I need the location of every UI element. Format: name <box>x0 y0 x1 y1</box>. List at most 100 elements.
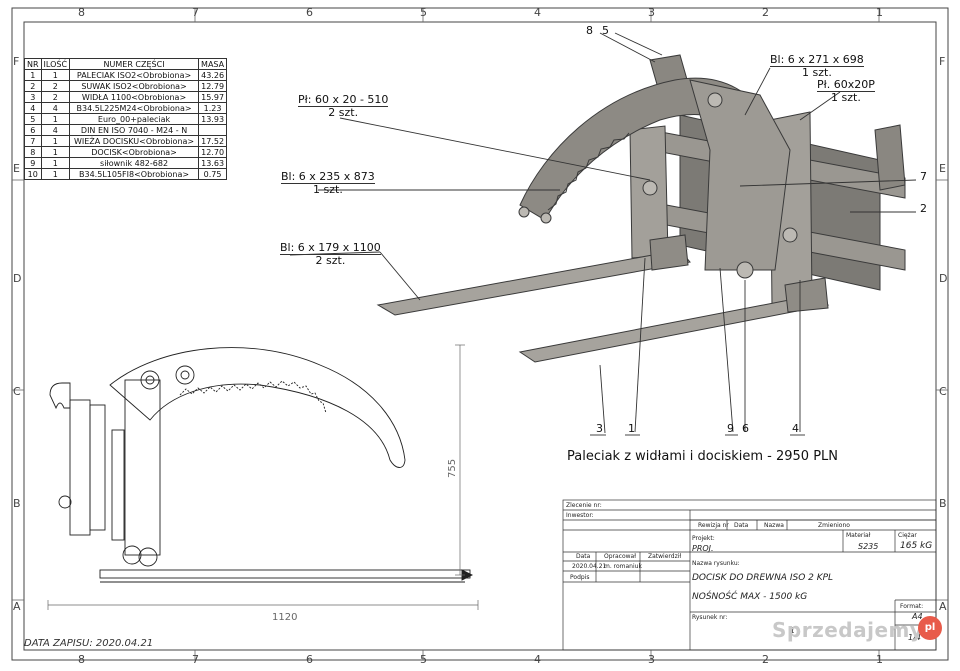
zone-row-c-right: C <box>939 385 947 398</box>
dimension-lines <box>47 344 479 610</box>
callout-bl-271-qty: 1 szt. <box>802 66 832 79</box>
pivot-bolt-top <box>707 92 723 108</box>
bom-cell-nr: 4 <box>24 102 42 114</box>
arm-end-bolt-2 <box>540 212 552 224</box>
tb-col-opracowal: Opracował <box>604 553 636 560</box>
price-caption: Paleciak z widłami i dociskiem - 2950 PL… <box>567 449 839 464</box>
callout-bl-271-dims: Bl: 6 x 271 x 698 <box>770 53 864 67</box>
bom-cell-mass: 12.79 <box>198 80 228 92</box>
bom-cell-nr: 8 <box>24 146 42 158</box>
bom-cell-nr: 7 <box>24 135 42 147</box>
tb-material-value: S235 <box>858 542 879 551</box>
balloon-5: 5 <box>602 24 609 37</box>
callout-pl-60x20p: Pł. 60x20P 1 szt. <box>817 79 875 104</box>
balloon-8: 8 <box>586 24 593 37</box>
callout-bl-271: Bl: 6 x 271 x 698 1 szt. <box>770 54 864 79</box>
zone-col-7-bottom: 7 <box>192 653 199 666</box>
tb-ciezar-value: 165 kG <box>900 541 933 551</box>
zone-row-e-right: E <box>939 162 946 175</box>
tb-drawing-name: DOCISK DO DREWNA ISO 2 KPL <box>692 573 834 583</box>
side-plate <box>89 404 106 531</box>
inner-frame <box>23 21 937 651</box>
side-pivot-1 <box>140 370 160 390</box>
zone-row-b: B <box>13 497 21 510</box>
bom-cell-qty: 1 <box>40 157 71 169</box>
side-cylinder <box>111 429 125 541</box>
side-fork <box>99 569 471 579</box>
callout-bl-179-dims: Bl: 6 x 179 x 1100 <box>280 241 381 255</box>
zone-col-7: 7 <box>192 6 199 19</box>
bom-cell-part: Euro_00+paleciak <box>69 113 200 125</box>
tb-inwestor: Inwestor: <box>566 512 594 519</box>
callout-pl-60x20p-qty: 1 szt. <box>831 91 861 104</box>
callout-pl-60-20: Pł: 60 x 20 - 510 2 szt. <box>298 94 389 119</box>
callout-bl-235: Bl: 6 x 235 x 873 1 szt. <box>281 171 375 196</box>
zone-col-4-bottom: 4 <box>534 653 541 666</box>
tb-data: Data <box>734 522 749 529</box>
tb-nazwa: Nazwa <box>764 522 784 529</box>
side-roller-2 <box>138 547 158 567</box>
bom-cell-nr: 1 <box>24 69 42 81</box>
pivot-bolt-fork <box>736 261 754 279</box>
bom-cell-part: B34.5L225M24<Obrobiona> <box>69 102 200 114</box>
bom-cell-qty: 1 <box>40 69 71 81</box>
bom-cell-mass: 13.93 <box>198 113 228 125</box>
bom-cell-qty: 2 <box>40 80 71 92</box>
tb-ciezar-label: Ciężar <box>898 532 917 539</box>
side-tower <box>124 379 161 556</box>
bom-cell-qty: 4 <box>40 102 71 114</box>
tb-rysunek-nr: Rysunek nr: <box>692 614 728 621</box>
tb-zlecenie: Zlecenie nr: <box>566 502 602 509</box>
callout-pl-60x20p-dims: Pł. 60x20P <box>817 78 875 92</box>
bom-cell-qty: 1 <box>40 135 71 147</box>
bom-header-mass: MASA <box>198 58 228 70</box>
zone-row-b-right: B <box>939 497 947 510</box>
tb-zmieniono: Zmieniono <box>818 522 850 529</box>
bom-cell-qty: 1 <box>40 146 71 158</box>
zone-row-d-right: D <box>939 272 948 285</box>
fork-left-upright <box>649 234 689 271</box>
side-roller-1 <box>122 545 142 565</box>
tb-format-label: Format: <box>900 603 924 610</box>
callout-bl-179-qty: 2 szt. <box>315 254 346 267</box>
zone-ticks <box>12 8 948 660</box>
bom-cell-nr: 10 <box>24 168 42 180</box>
bom-cell-mass: 12.70 <box>198 146 228 158</box>
pivot-bolt-mid <box>642 180 658 196</box>
title-block-lines <box>562 499 937 651</box>
bom-header-nr: NR <box>24 58 42 70</box>
dim-width: 1120 <box>272 612 297 623</box>
outer-frame <box>11 7 949 661</box>
bom-header-row: NR ILOŚĆ NUMER CZĘŚCI MASA <box>24 58 228 70</box>
pivot-bolt-low <box>782 227 798 243</box>
balloon-1: 1 <box>628 422 635 435</box>
bom-header-qty: ILOŚĆ <box>40 58 71 70</box>
bom-cell-nr: 2 <box>24 80 42 92</box>
bom-cell-part: WIDŁA 1100<Obrobiona> <box>69 91 200 103</box>
tb-proj-value: PROJ. <box>692 544 714 553</box>
zone-col-3: 3 <box>648 6 655 19</box>
bom-cell-part: siłownik 482-682 <box>69 157 200 169</box>
balloon-6: 6 <box>742 422 749 435</box>
bom-cell-nr: 9 <box>24 157 42 169</box>
tb-nazwa-rysunku: Nazwa rysunku: <box>692 560 740 567</box>
tb-material-label: Materiał <box>846 532 871 539</box>
bom-cell-qty: 4 <box>40 124 71 136</box>
tb-projekt: Projekt: <box>692 535 715 542</box>
zone-col-1-bottom: 1 <box>876 653 883 666</box>
side-pivot-2-inner <box>180 370 190 380</box>
clamp-teeth <box>547 132 630 211</box>
tb-rewizja: Rewizja nr <box>698 522 729 529</box>
bom-cell-mass: 0.75 <box>198 168 228 180</box>
balloon-3: 3 <box>596 422 603 435</box>
